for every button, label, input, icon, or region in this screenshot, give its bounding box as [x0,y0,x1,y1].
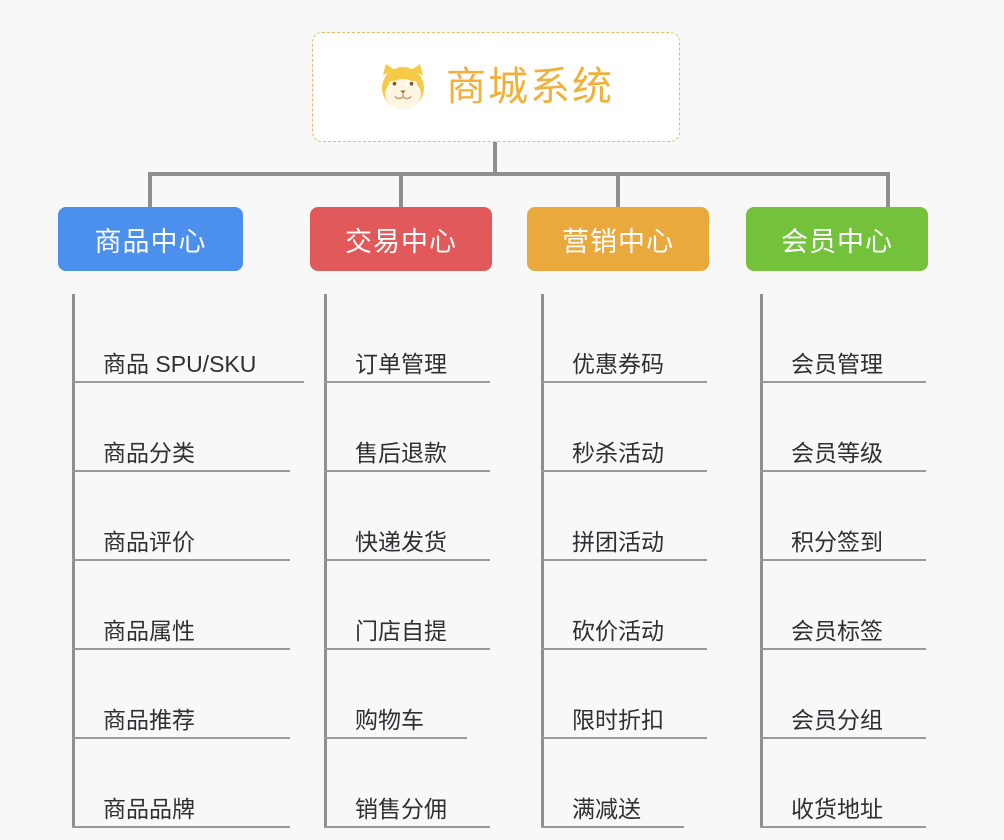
trunk-line-product-center [72,294,75,828]
leaf-item[interactable]: 收货地址 [760,739,926,828]
leaf-label: 售后退款 [355,439,447,466]
leaf-label: 门店自提 [355,617,447,644]
leaf-label: 会员等级 [791,439,883,466]
leaf-item[interactable]: 商品分类 [72,383,290,472]
leaf-label: 商品 SPU/SKU [103,350,257,377]
leaf-label: 优惠券码 [572,350,664,377]
leaf-item[interactable]: 会员标签 [760,561,926,650]
branch-header-label: 会员中心 [781,226,893,257]
leaf-label: 会员标签 [791,617,883,644]
leaf-item[interactable]: 砍价活动 [541,561,707,650]
branch-header-label: 交易中心 [345,226,457,257]
leaf-item[interactable]: 快递发货 [324,472,490,561]
branch-header-label: 商品中心 [94,226,207,257]
leaf-item[interactable]: 满减送 [541,739,684,828]
leaf-item[interactable]: 商品品牌 [72,739,290,828]
branch-member-center: 会员中心 会员管理 会员等级 积分签到 会员标签 会员分组 收货地址 [746,207,928,828]
trunk-line-member-center [760,294,763,828]
leaf-label: 销售分佣 [355,795,447,822]
leaf-label: 拼团活动 [572,528,664,555]
leaf-label: 购物车 [355,706,424,733]
leaf-list-member-center: 会员管理 会员等级 积分签到 会员标签 会员分组 收货地址 [746,294,928,828]
leaf-label: 商品评价 [103,528,195,555]
branch-header-marketing-center[interactable]: 营销中心 [527,207,709,271]
connector-drop-trade-center [399,172,403,208]
leaf-item[interactable]: 优惠券码 [541,294,707,383]
branch-header-label: 营销中心 [562,226,674,257]
leaf-label: 会员分组 [791,706,883,733]
leaf-label: 积分签到 [791,528,883,555]
leaf-item[interactable]: 商品评价 [72,472,290,561]
leaf-label: 会员管理 [791,350,883,377]
leaf-label: 商品属性 [103,617,195,644]
leaf-label: 收货地址 [791,795,883,822]
connector-root-stem [493,142,497,176]
leaf-label: 快递发货 [355,528,447,555]
leaf-item[interactable]: 拼团活动 [541,472,707,561]
leaf-label: 限时折扣 [572,706,664,733]
leaf-item[interactable]: 售后退款 [324,383,490,472]
leaf-list-product-center: 商品 SPU/SKU 商品分类 商品评价 商品属性 商品推荐 商品品牌 [58,294,304,828]
leaf-list-marketing-center: 优惠券码 秒杀活动 拼团活动 砍价活动 限时折扣 满减送 [527,294,709,828]
leaf-label: 商品分类 [103,439,195,466]
trunk-line-trade-center [324,294,327,828]
root-node[interactable]: 商城系统 [312,32,680,142]
leaf-item[interactable]: 购物车 [324,650,467,739]
shiba-inu-face-icon [378,61,430,113]
leaf-label: 砍价活动 [572,617,664,644]
leaf-item[interactable]: 商品推荐 [72,650,290,739]
branch-marketing-center: 营销中心 优惠券码 秒杀活动 拼团活动 砍价活动 限时折扣 满减送 [527,207,709,828]
leaf-item[interactable]: 订单管理 [324,294,490,383]
leaf-item[interactable]: 秒杀活动 [541,383,707,472]
leaf-item[interactable]: 门店自提 [324,561,490,650]
branch-header-member-center[interactable]: 会员中心 [746,207,928,271]
leaf-item[interactable]: 销售分佣 [324,739,490,828]
leaf-label: 订单管理 [355,350,447,377]
leaf-item[interactable]: 会员管理 [760,294,926,383]
leaf-list-trade-center: 订单管理 售后退款 快递发货 门店自提 购物车 销售分佣 [310,294,492,828]
trunk-line-marketing-center [541,294,544,828]
leaf-item[interactable]: 会员等级 [760,383,926,472]
branch-header-trade-center[interactable]: 交易中心 [310,207,492,271]
leaf-item[interactable]: 商品属性 [72,561,290,650]
branch-trade-center: 交易中心 订单管理 售后退款 快递发货 门店自提 购物车 销售分佣 [310,207,492,828]
leaf-item[interactable]: 商品 SPU/SKU [72,294,304,383]
branch-header-product-center[interactable]: 商品中心 [58,207,243,271]
connector-drop-marketing-center [616,172,620,208]
root-title: 商城系统 [446,65,614,109]
leaf-item[interactable]: 限时折扣 [541,650,707,739]
leaf-item[interactable]: 会员分组 [760,650,926,739]
leaf-label: 秒杀活动 [572,439,664,466]
leaf-item[interactable]: 积分签到 [760,472,926,561]
leaf-label: 商品品牌 [103,795,195,822]
connector-drop-product-center [148,172,152,208]
leaf-label: 商品推荐 [103,706,195,733]
connector-drop-member-center [886,172,890,208]
connector-horizontal-bar [148,172,890,176]
leaf-label: 满减送 [572,795,641,822]
branch-product-center: 商品中心 商品 SPU/SKU 商品分类 商品评价 商品属性 商品推荐 商品品牌 [58,207,304,828]
